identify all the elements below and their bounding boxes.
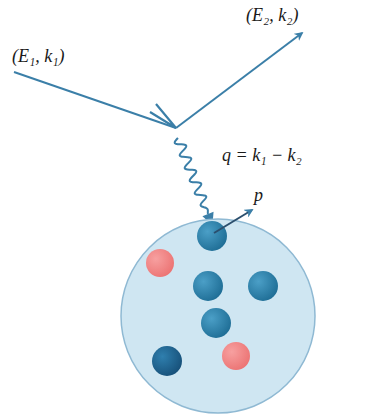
- physics-label: (E₁, k₁): [12, 47, 65, 67]
- struck-nucleon: [197, 221, 227, 251]
- nucleus: [121, 219, 315, 413]
- physics-label: q = k₁ − k₂: [222, 146, 302, 166]
- physics-label: p: [254, 186, 263, 206]
- momentum-arrow: [214, 210, 252, 233]
- physics-label: (E₂, k₂): [246, 6, 299, 26]
- neutron: [248, 271, 278, 301]
- neutron: [193, 271, 223, 301]
- incoming-arrowhead: [150, 104, 176, 128]
- proton: [146, 249, 174, 277]
- outgoing-line: [176, 33, 302, 128]
- proton: [222, 342, 250, 370]
- photon-wave: [175, 138, 208, 214]
- neutron: [152, 346, 182, 376]
- incoming-line: [14, 72, 176, 128]
- neutron: [201, 308, 231, 338]
